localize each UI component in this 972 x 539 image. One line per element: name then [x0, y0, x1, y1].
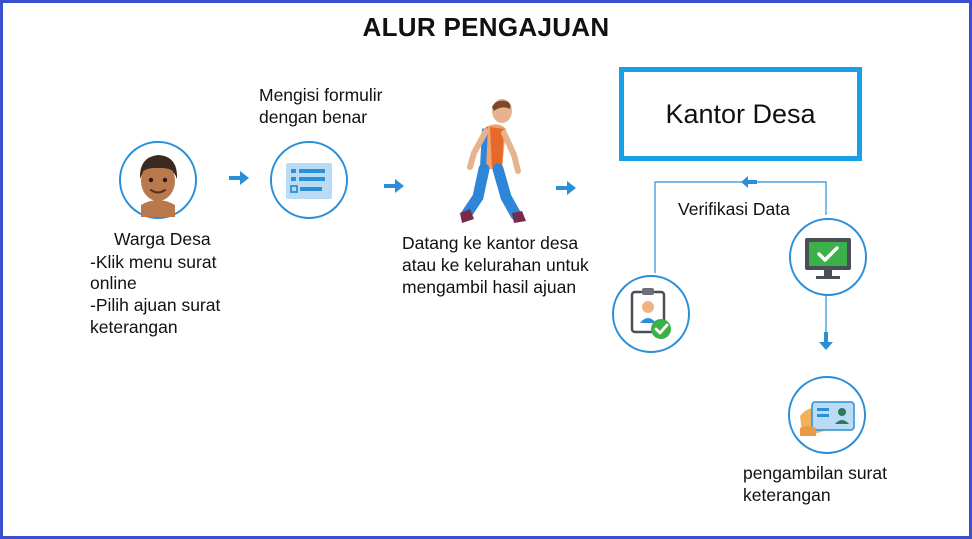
pickup-line2: keterangan — [743, 485, 831, 505]
verifikasi-data-label: Verifikasi Data — [678, 199, 790, 219]
step2-line2: dengan benar — [259, 107, 368, 127]
pickup-line1: pengambilan surat — [743, 463, 887, 483]
flow-connectors — [654, 181, 827, 335]
monitor-check-icon — [805, 238, 851, 279]
diagram-title: ALUR PENGAJUAN — [362, 12, 610, 42]
kantor-desa-box: Kantor Desa — [619, 67, 862, 161]
arrow-right-icon — [384, 179, 404, 193]
badge-node — [612, 275, 690, 353]
walking-man-icon — [460, 99, 526, 223]
step3-line3: mengambil hasil ajuan — [402, 277, 577, 297]
form-node — [270, 141, 348, 219]
step1-line1: -Klik menu surat — [90, 252, 217, 272]
step3-line1: Datang ke kantor desa — [402, 233, 579, 253]
id-badge-check-icon — [630, 288, 671, 339]
warga-desa-node — [119, 141, 197, 219]
arrow-right-icon — [556, 181, 576, 195]
arrow-left-icon — [741, 176, 757, 188]
id-card-hand-icon — [800, 401, 855, 436]
step3-line2: atau ke kelurahan untuk — [402, 255, 589, 275]
step1-line2: online — [90, 273, 137, 293]
arrow-right-icon — [229, 171, 249, 185]
form-document-icon — [286, 163, 332, 199]
verification-node — [789, 218, 867, 296]
step1-line4: keterangan — [90, 317, 178, 337]
step2-line1: Mengisi formulir — [259, 85, 383, 105]
pickup-node — [788, 376, 866, 454]
step1-line3: -Pilih ajuan surat — [90, 295, 221, 315]
arrow-down-icon — [819, 332, 833, 350]
warga-desa-label: Warga Desa — [114, 229, 211, 249]
person-face-icon — [139, 155, 178, 217]
kantor-desa-label: Kantor Desa — [665, 98, 816, 129]
